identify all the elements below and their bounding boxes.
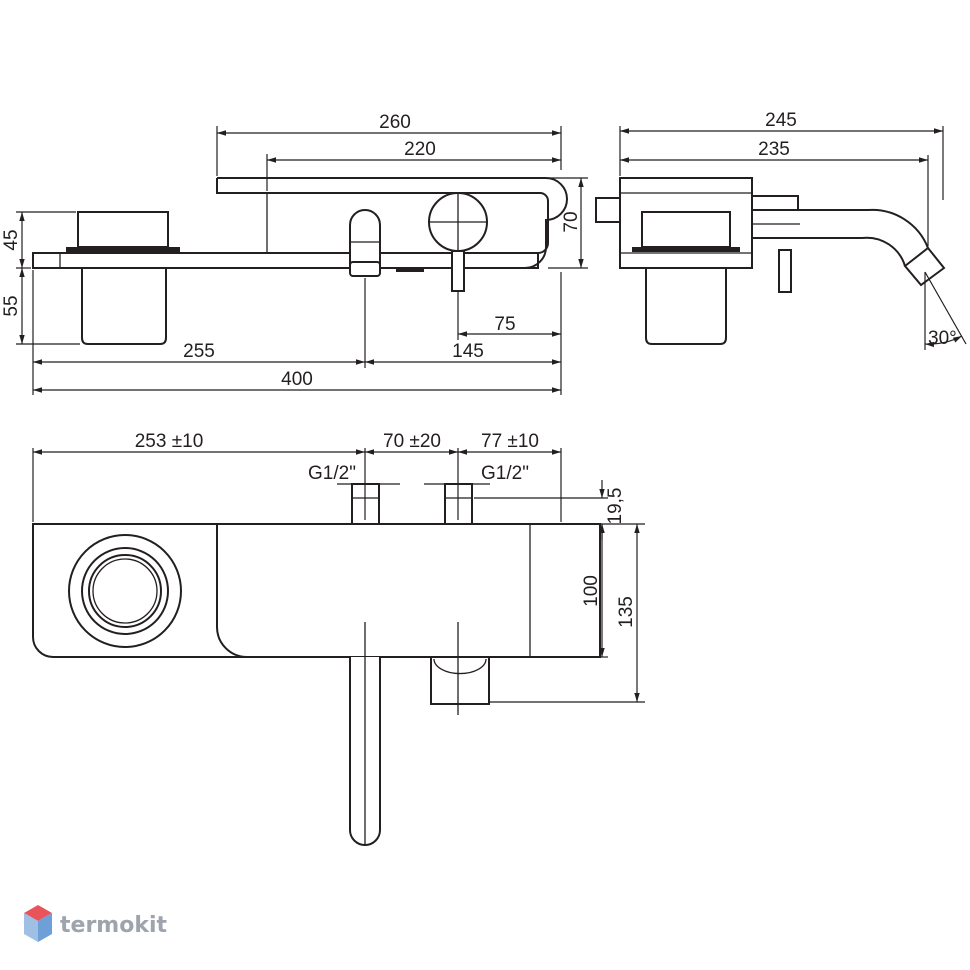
mixer-handle xyxy=(428,192,488,292)
plan-view-dimensions: 253 ±10 70 ±20 77 ±10 G1/2" G1/2" 19,5 1… xyxy=(32,431,645,703)
dim-45-label: 45 xyxy=(1,229,22,250)
dim-55-label: 55 xyxy=(1,295,22,316)
plan-inlets xyxy=(337,483,490,525)
dim-100-label: 100 xyxy=(581,575,602,607)
dim-75-label: 75 xyxy=(494,314,515,335)
cube-icon xyxy=(24,905,52,942)
front-view: 260 220 70 45 55 75 xyxy=(1,112,588,395)
glass-cup xyxy=(66,211,180,345)
plan-handle xyxy=(430,622,490,715)
thread-right-label: G1/2" xyxy=(481,463,529,484)
side-wall-plate xyxy=(595,177,753,269)
dim-19-5-label: 19,5 xyxy=(605,488,626,525)
side-glass-cup xyxy=(632,211,740,345)
dim-253-label: 253 ±10 xyxy=(135,431,204,452)
diverter-button xyxy=(396,268,424,272)
plan-view: 253 ±10 70 ±20 77 ±10 G1/2" G1/2" 19,5 1… xyxy=(32,431,645,846)
side-view-dimensions: 245 235 30° xyxy=(619,110,967,350)
plan-glass-holder xyxy=(68,534,182,648)
dim-245-label: 245 xyxy=(765,110,797,131)
front-view-dimensions: 260 220 70 45 55 75 xyxy=(1,112,588,395)
dim-220-label: 220 xyxy=(404,139,436,160)
spout xyxy=(349,209,381,277)
dim-70-20-label: 70 ±20 xyxy=(383,431,441,452)
termokit-logo: termokit xyxy=(24,905,167,942)
side-view: 245 235 30° xyxy=(595,110,967,350)
plan-body xyxy=(32,523,601,658)
dim-235-label: 235 xyxy=(758,139,790,160)
dim-135-label: 135 xyxy=(616,596,637,628)
dim-260-label: 260 xyxy=(379,112,411,133)
dim-30-degree-label: 30° xyxy=(928,328,957,349)
thread-left-label: G1/2" xyxy=(308,463,356,484)
dim-255-label: 255 xyxy=(183,341,215,362)
side-spout xyxy=(751,195,946,293)
plan-spout xyxy=(349,622,381,846)
dim-145-label: 145 xyxy=(452,341,484,362)
dim-400-label: 400 xyxy=(281,369,313,390)
dim-77-label: 77 ±10 xyxy=(481,431,539,452)
dim-70-label: 70 xyxy=(561,211,582,232)
brand-name: termokit xyxy=(60,913,167,938)
shelf-bar xyxy=(32,252,539,269)
wall-plate xyxy=(216,177,568,269)
